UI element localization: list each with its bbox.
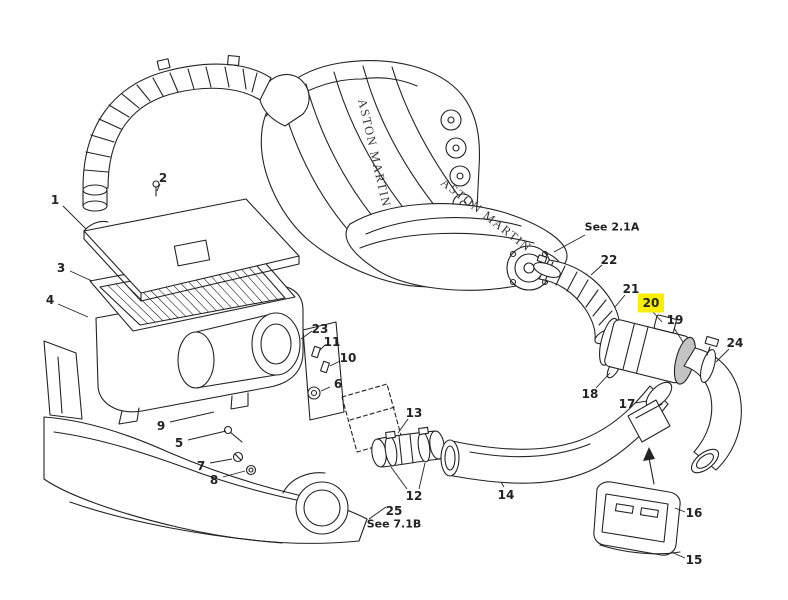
- reference-label[interactable]: See 2.1A: [585, 221, 640, 234]
- leader-line: [715, 348, 730, 363]
- leader-line: [670, 551, 686, 559]
- leader-line: [329, 360, 341, 367]
- leader-line: [595, 372, 611, 389]
- leader-line: [673, 327, 684, 343]
- leader-line: [590, 264, 603, 276]
- part-callout-12[interactable]: 12: [406, 489, 423, 503]
- part-callout-24[interactable]: 24: [727, 336, 744, 350]
- part-callout-2[interactable]: 2: [159, 171, 167, 185]
- leader-line: [674, 507, 686, 513]
- leader-line: [418, 462, 426, 490]
- brand-text: ASTON MARTIN: [438, 175, 534, 254]
- part-callout-4[interactable]: 4: [46, 293, 54, 307]
- part-callout-13[interactable]: 13: [406, 406, 423, 420]
- part-callout-21[interactable]: 21: [623, 282, 640, 296]
- maf-sensor-drawing: [599, 314, 696, 385]
- part-callout-23[interactable]: 23: [312, 322, 329, 336]
- leader-line: [187, 430, 227, 441]
- part-callout-19[interactable]: 19: [667, 313, 684, 327]
- direction-arrow: [643, 447, 655, 485]
- upper-intake-hose-drawing: [82, 55, 310, 212]
- part-callout-6[interactable]: 6: [334, 377, 342, 391]
- part-callout-1[interactable]: 1: [51, 193, 59, 207]
- body-panel-drawing: [43, 340, 368, 544]
- leader-line: [320, 386, 331, 392]
- leader-line: [222, 470, 246, 478]
- part-callout-18[interactable]: 18: [582, 387, 599, 401]
- part-callout-11[interactable]: 11: [324, 335, 341, 349]
- connector-hose-drawing: [371, 426, 445, 468]
- leader-line: [300, 330, 313, 340]
- part-callout-17[interactable]: 17: [619, 397, 636, 411]
- leader-line: [500, 481, 505, 488]
- leader-line: [390, 466, 408, 490]
- part-callout-22[interactable]: 22: [601, 253, 618, 267]
- mounting-bracket-drawing: [593, 481, 681, 556]
- leader-line: [156, 183, 161, 192]
- leader-line: [209, 458, 233, 464]
- leader-line: [57, 303, 89, 318]
- leader-line: [553, 234, 586, 253]
- part-callout-10[interactable]: 10: [340, 351, 357, 365]
- leader-line: [614, 294, 626, 308]
- dashed-plate-drawing: [341, 383, 403, 453]
- part-callout-20[interactable]: 20: [643, 296, 660, 310]
- reference-label[interactable]: See 7.1B: [367, 518, 422, 531]
- inlet-elbow-drawing: [683, 335, 742, 474]
- highlight-box: [638, 293, 664, 313]
- part-callout-8[interactable]: 8: [210, 473, 218, 487]
- intake-duct-drawing: [440, 381, 673, 484]
- part-callout-15[interactable]: 15: [686, 553, 703, 567]
- leader-line: [319, 344, 326, 351]
- part-callout-9[interactable]: 9: [157, 419, 165, 433]
- part-callout-7[interactable]: 7: [197, 459, 205, 473]
- leader-line: [368, 506, 387, 520]
- part-callout-5[interactable]: 5: [175, 436, 183, 450]
- leader-line: [634, 400, 648, 404]
- part-callout-25[interactable]: 25: [386, 504, 403, 518]
- leader-line: [652, 311, 663, 323]
- leader-line: [62, 205, 87, 230]
- leader-line: [69, 270, 93, 282]
- part-callout-16[interactable]: 16: [686, 506, 703, 520]
- leader-line: [169, 411, 215, 423]
- leader-line: [397, 418, 409, 434]
- part-callout-14[interactable]: 14: [498, 488, 515, 502]
- airbox-lid-drawing: [83, 198, 300, 302]
- brand-text: ASTON MARTIN: [355, 98, 394, 209]
- part-callout-3[interactable]: 3: [57, 261, 65, 275]
